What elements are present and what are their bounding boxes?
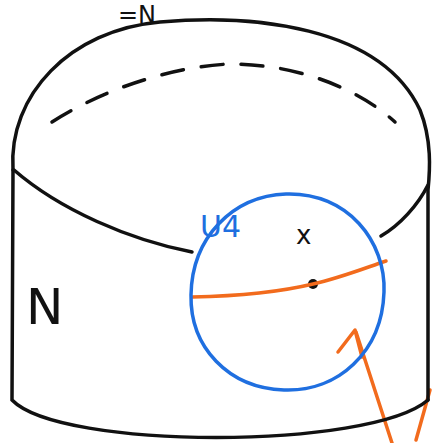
arrow-head <box>338 330 362 357</box>
neighborhood-label: U4 <box>200 212 241 242</box>
manifold-label: N <box>26 282 63 332</box>
point-label: x <box>296 222 311 248</box>
front-rim <box>381 185 428 236</box>
cylinder-top <box>13 20 430 400</box>
front-rim <box>14 170 192 252</box>
back-rim <box>52 64 395 122</box>
neighborhood-circle <box>191 194 384 390</box>
title-fragment: =N <box>118 3 156 27</box>
cylinder-side <box>12 170 428 438</box>
chart-neighborhood: U4 <box>188 192 385 392</box>
orange-curve <box>192 261 386 297</box>
